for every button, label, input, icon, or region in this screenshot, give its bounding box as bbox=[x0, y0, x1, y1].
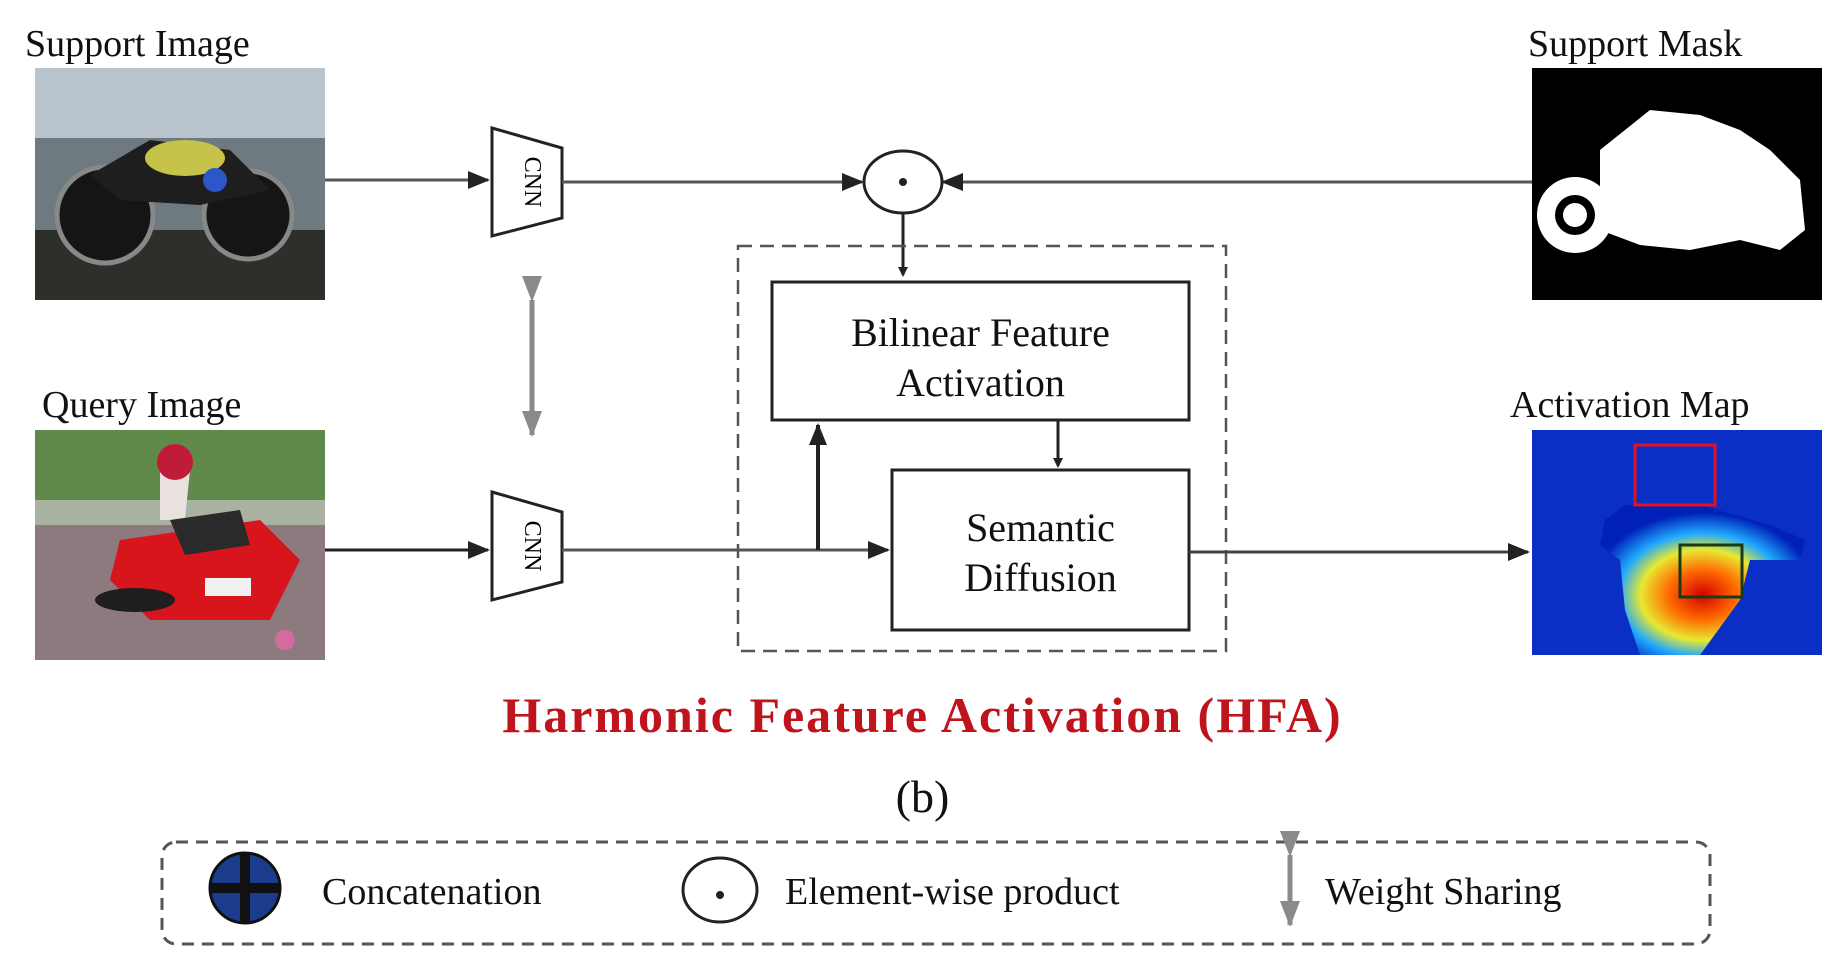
legend-element-wise-label: Element-wise product bbox=[785, 871, 1120, 913]
support-mask bbox=[1532, 68, 1822, 300]
legend-concatenation-label: Concatenation bbox=[322, 871, 542, 913]
support-image bbox=[35, 68, 325, 300]
hfa-module-boundary bbox=[736, 244, 1228, 653]
activation-map-label: Activation Map bbox=[1510, 384, 1750, 426]
query-image-label: Query Image bbox=[42, 384, 242, 426]
semantic-box bbox=[890, 468, 1191, 632]
bilinear-box bbox=[770, 280, 1191, 422]
cnn-bottom: CNN bbox=[490, 490, 564, 602]
concatenation-icon bbox=[208, 851, 282, 925]
bilinear-box-text: Bilinear Feature Activation bbox=[772, 308, 1189, 408]
semantic-box-text: Semantic Diffusion bbox=[892, 503, 1189, 603]
legend-box bbox=[160, 840, 1712, 946]
figure-caption: (b) bbox=[895, 771, 950, 822]
element-wise-product-node bbox=[862, 149, 944, 215]
support-image-label: Support Image bbox=[25, 23, 250, 65]
svg-text:CNN: CNN bbox=[519, 157, 545, 208]
svg-text:CNN: CNN bbox=[519, 521, 545, 572]
bilinear-line-2: Activation bbox=[896, 360, 1065, 405]
support-mask-label: Support Mask bbox=[1528, 23, 1743, 65]
cnn-top: CNN bbox=[490, 126, 564, 238]
element-wise-product-icon bbox=[681, 856, 759, 924]
figure-title: Harmonic Feature Activation (HFA) bbox=[502, 687, 1343, 743]
bilinear-line-1: Bilinear Feature bbox=[851, 310, 1110, 355]
activation-map bbox=[1532, 430, 1822, 655]
query-image bbox=[35, 430, 325, 660]
legend-weight-sharing-label: Weight Sharing bbox=[1325, 871, 1562, 913]
semantic-line-2: Diffusion bbox=[964, 555, 1117, 600]
semantic-line-1: Semantic bbox=[966, 505, 1115, 550]
